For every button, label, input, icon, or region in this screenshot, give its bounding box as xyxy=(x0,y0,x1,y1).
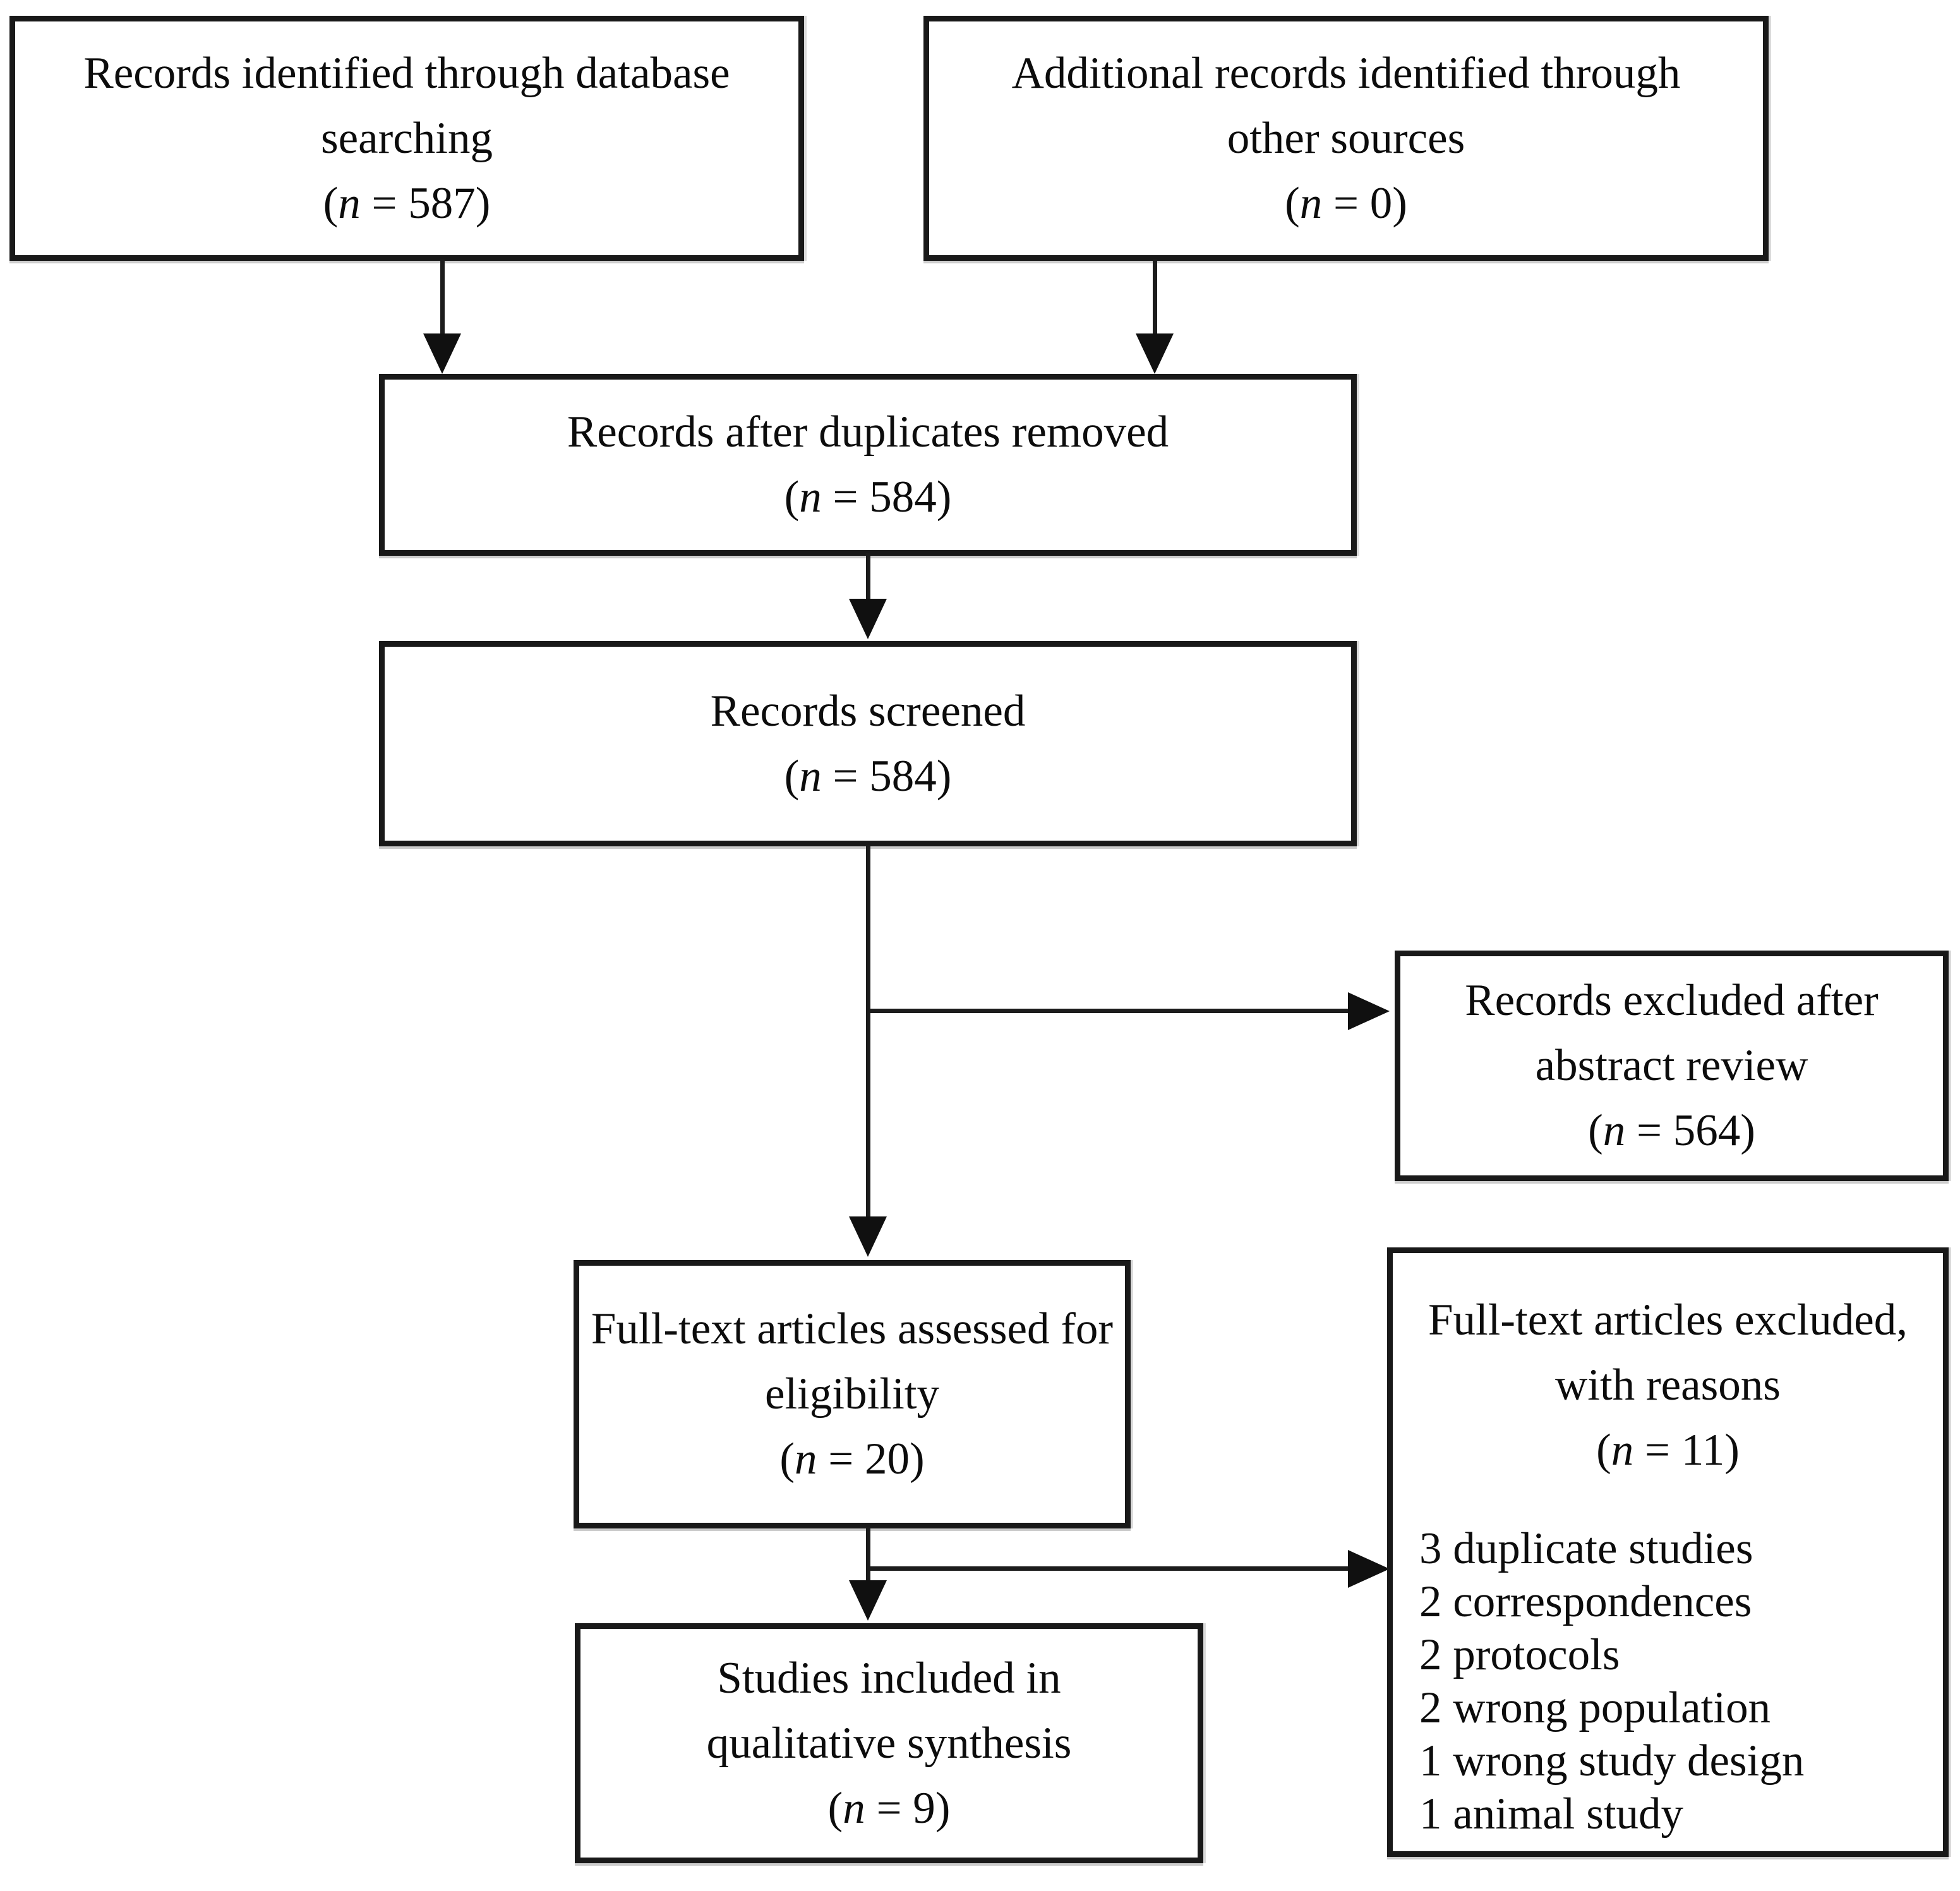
box-count: (n = 584) xyxy=(784,472,952,522)
box-label: Records excluded after xyxy=(1465,976,1879,1025)
arrow-database-to-duplicates-line xyxy=(440,259,445,340)
arrow-screened-to-fulltext-head xyxy=(849,1216,887,1257)
box-label: Full-text articles assessed for xyxy=(591,1304,1114,1354)
box-count: (n = 587) xyxy=(323,178,491,228)
arrow-duplicates-to-screened-line xyxy=(866,553,870,605)
arrow-other-sources-to-duplicates-line xyxy=(1153,259,1157,340)
box-label: Records after duplicates removed xyxy=(567,407,1169,457)
box-count: (n = 11) xyxy=(1596,1426,1740,1475)
exclusion-reason: 3 duplicate studies xyxy=(1419,1524,1753,1573)
exclusion-reasons-list: 3 duplicate studies 2 correspondences 2 … xyxy=(1393,1522,1943,1840)
box-count: (n = 0) xyxy=(1285,178,1407,228)
box-label: Studies included in xyxy=(717,1653,1061,1703)
box-fulltext-articles-assessed: Full-text articles assessed for eligibil… xyxy=(574,1260,1131,1528)
box-studies-included-qualitative: Studies included in qualitative synthesi… xyxy=(575,1623,1203,1863)
exclusion-reason: 1 wrong study design xyxy=(1419,1736,1805,1786)
box-records-screened: Records screened (n = 584) xyxy=(379,641,1357,846)
box-label: Records screened xyxy=(710,686,1026,736)
arrow-fulltext-to-included-line xyxy=(866,1527,870,1585)
box-label: eligibility xyxy=(764,1369,940,1419)
box-label: searching xyxy=(320,113,493,163)
box-label: Additional records identified through xyxy=(1011,48,1681,98)
arrow-fulltext-to-excluded-line xyxy=(868,1566,1348,1571)
box-count: (n = 9) xyxy=(827,1783,951,1833)
exclusion-reason: 2 correspondences xyxy=(1419,1577,1752,1626)
arrow-database-to-duplicates-head xyxy=(423,333,461,374)
arrow-screened-to-excluded-line xyxy=(868,1009,1348,1013)
box-label: abstract review xyxy=(1535,1041,1808,1090)
arrow-duplicates-to-screened-head xyxy=(849,599,887,639)
exclusion-reason: 1 animal study xyxy=(1419,1789,1684,1839)
arrow-fulltext-to-included-head xyxy=(849,1580,887,1621)
box-records-excluded-abstract-review: Records excluded after abstract review (… xyxy=(1395,951,1949,1181)
box-label: with reasons xyxy=(1555,1360,1781,1410)
box-records-after-duplicates-removed: Records after duplicates removed (n = 58… xyxy=(379,374,1357,556)
arrow-other-sources-to-duplicates-head xyxy=(1136,333,1174,374)
box-count: (n = 584) xyxy=(784,751,952,801)
box-label: Full-text articles excluded, xyxy=(1428,1295,1908,1345)
box-label: qualitative synthesis xyxy=(706,1718,1072,1768)
exclusion-reason: 2 protocols xyxy=(1419,1630,1620,1679)
box-count: (n = 20) xyxy=(779,1434,925,1484)
arrow-screened-to-excluded-head xyxy=(1348,992,1390,1030)
box-label: Records identified through database xyxy=(83,48,730,98)
box-additional-records-other-sources: Additional records identified through ot… xyxy=(923,16,1769,261)
box-records-identified-database: Records identified through database sear… xyxy=(9,16,804,261)
box-count: (n = 564) xyxy=(1588,1106,1755,1155)
box-fulltext-articles-excluded: Full-text articles excluded, with reason… xyxy=(1387,1247,1949,1857)
arrow-screened-to-fulltext-line xyxy=(866,845,870,1216)
arrow-fulltext-to-excluded-head xyxy=(1348,1550,1390,1588)
box-label: other sources xyxy=(1227,113,1465,163)
exclusion-reason: 2 wrong population xyxy=(1419,1683,1771,1732)
